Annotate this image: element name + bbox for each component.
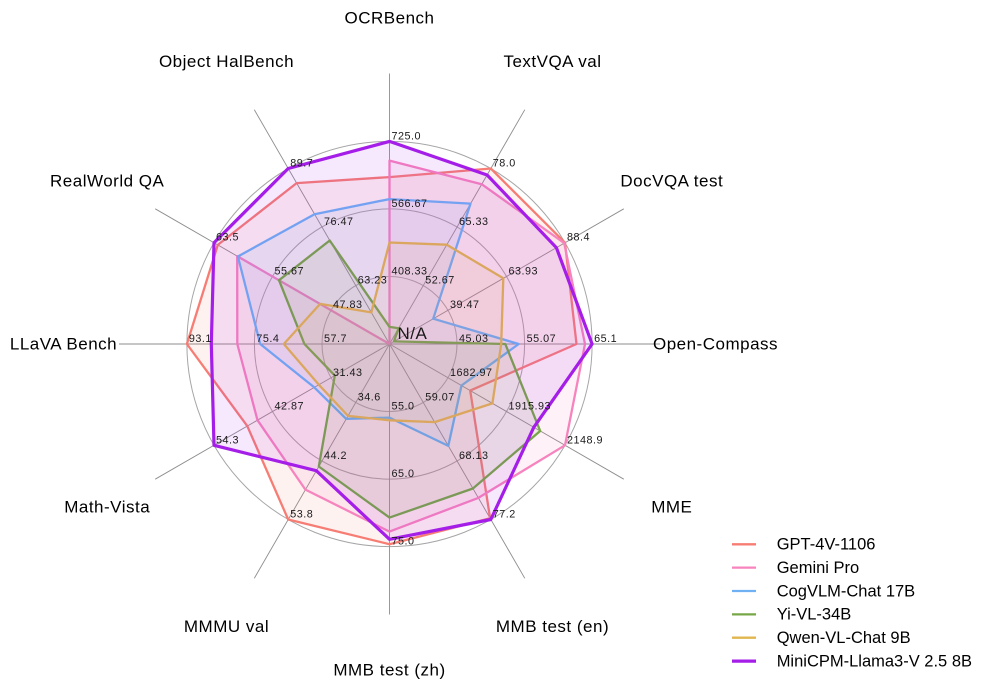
svg-text:RealWorld QA: RealWorld QA	[50, 172, 164, 191]
svg-text:55.07: 55.07	[527, 333, 557, 345]
svg-text:63.23: 63.23	[358, 275, 388, 287]
svg-text:52.67: 52.67	[425, 275, 455, 287]
svg-text:MiniCPM-Llama3-V 2.5 8B: MiniCPM-Llama3-V 2.5 8B	[777, 652, 972, 670]
svg-text:45.03: 45.03	[459, 333, 489, 345]
svg-text:1915.93: 1915.93	[509, 401, 552, 413]
svg-text:MME: MME	[651, 498, 692, 517]
svg-text:Object HalBench: Object HalBench	[159, 52, 294, 71]
svg-text:54.3: 54.3	[216, 434, 239, 446]
svg-text:Yi-VL-34B: Yi-VL-34B	[777, 606, 852, 624]
svg-text:MMMU val: MMMU val	[184, 617, 269, 636]
svg-text:57.7: 57.7	[324, 333, 347, 345]
svg-text:34.6: 34.6	[358, 392, 381, 404]
svg-text:77.2: 77.2	[493, 509, 516, 521]
svg-text:1682.97: 1682.97	[450, 367, 493, 379]
svg-text:MMB test (en): MMB test (en)	[496, 617, 609, 636]
svg-text:2148.9: 2148.9	[567, 434, 603, 446]
svg-text:725.0: 725.0	[392, 130, 422, 142]
svg-text:Open-Compass: Open-Compass	[653, 335, 778, 354]
svg-text:65.1: 65.1	[594, 333, 617, 345]
svg-text:566.67: 566.67	[392, 198, 428, 210]
svg-text:408.33: 408.33	[392, 266, 428, 278]
svg-text:DocVQA test: DocVQA test	[620, 172, 723, 191]
svg-text:65.33: 65.33	[459, 216, 489, 228]
svg-text:68.13: 68.13	[459, 450, 489, 462]
svg-text:59.07: 59.07	[425, 392, 455, 404]
svg-text:Qwen-VL-Chat 9B: Qwen-VL-Chat 9B	[777, 629, 911, 647]
svg-text:TextVQA val: TextVQA val	[503, 52, 601, 71]
svg-text:GPT-4V-1106: GPT-4V-1106	[777, 536, 876, 554]
svg-text:78.0: 78.0	[493, 158, 516, 170]
svg-text:76.47: 76.47	[324, 216, 354, 228]
svg-text:55.0: 55.0	[392, 401, 415, 413]
svg-text:N/A: N/A	[398, 324, 428, 343]
svg-text:42.87: 42.87	[275, 401, 305, 413]
svg-text:75.4: 75.4	[256, 333, 279, 345]
svg-text:55.67: 55.67	[275, 266, 305, 278]
svg-text:89.7: 89.7	[290, 158, 313, 170]
svg-text:88.4: 88.4	[567, 232, 590, 244]
svg-text:OCRBench: OCRBench	[345, 9, 435, 28]
svg-text:63.5: 63.5	[216, 232, 239, 244]
svg-text:39.47: 39.47	[450, 299, 480, 311]
svg-text:65.0: 65.0	[392, 468, 415, 480]
svg-text:53.8: 53.8	[290, 509, 313, 521]
svg-text:CogVLM-Chat 17B: CogVLM-Chat 17B	[777, 582, 916, 600]
svg-text:Gemini Pro: Gemini Pro	[777, 559, 860, 577]
svg-text:47.83: 47.83	[333, 299, 363, 311]
svg-text:93.1: 93.1	[189, 333, 212, 345]
svg-text:31.43: 31.43	[333, 367, 363, 379]
svg-text:63.93: 63.93	[509, 266, 539, 278]
svg-text:LLaVA Bench: LLaVA Bench	[10, 335, 117, 354]
svg-text:Math-Vista: Math-Vista	[64, 498, 150, 517]
svg-text:MMB test (zh): MMB test (zh)	[333, 661, 445, 680]
svg-text:75.0: 75.0	[392, 536, 415, 548]
svg-text:44.2: 44.2	[324, 450, 347, 462]
